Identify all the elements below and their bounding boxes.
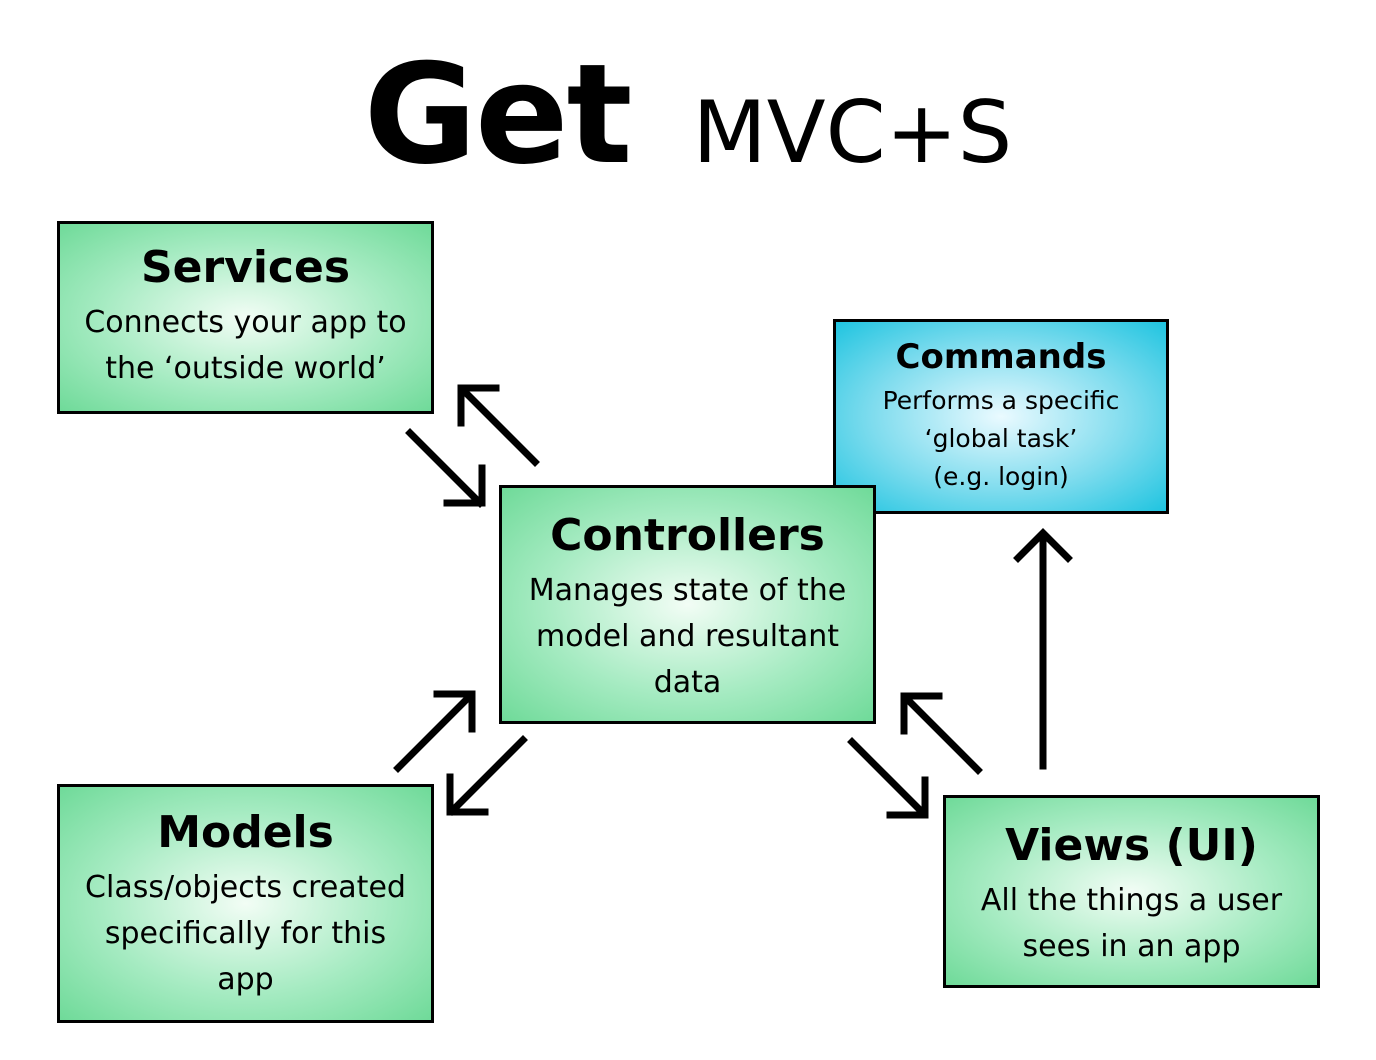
title-main: Get (363, 34, 633, 195)
title-subtitle: MVC+S (692, 83, 1013, 183)
models-description: Class/objects created specifically for t… (60, 865, 431, 1003)
controllers-description: Manages state of the model and resultant… (502, 568, 873, 706)
arrow-controllers-to-views (847, 737, 929, 819)
commands-description: Performs a specific ‘global task’ (e.g. … (836, 382, 1166, 496)
commands-title: Commands (895, 337, 1107, 377)
models-desc-line: specifically for this (104, 916, 387, 951)
views-box: Views (UI) All the things a user sees in… (943, 795, 1320, 988)
controllers-desc-line: data (653, 665, 722, 700)
services-description: Connects your app to the ‘outside world’ (60, 300, 431, 392)
views-description: All the things a user sees in an app (946, 878, 1317, 970)
controllers-box: Controllers Manages state of the model a… (499, 485, 876, 724)
models-desc-line: Class/objects created (85, 870, 406, 905)
arrow-views-to-controllers (900, 692, 983, 775)
commands-desc-line: ‘global task’ (924, 424, 1078, 453)
views-title: Views (UI) (1005, 820, 1258, 871)
services-box: Services Connects your app to the ‘outsi… (57, 221, 434, 414)
controllers-desc-line: model and resultant (536, 619, 839, 654)
arrow-views-to-commands (1013, 528, 1073, 770)
services-desc-line: the ‘outside world’ (105, 351, 386, 386)
arrow-controllers-to-models (446, 735, 528, 816)
models-box: Models Class/objects created specificall… (57, 784, 434, 1023)
views-desc-line: sees in an app (1022, 929, 1241, 964)
controllers-desc-line: Manages state of the (528, 573, 847, 608)
models-title: Models (157, 807, 334, 858)
controllers-title: Controllers (550, 510, 825, 561)
services-desc-line: Connects your app to (84, 305, 407, 340)
services-title: Services (140, 242, 351, 293)
arrow-services-to-controllers (405, 428, 486, 508)
arrow-models-to-controllers (393, 690, 476, 773)
views-desc-line: All the things a user (980, 883, 1283, 918)
commands-box: Commands Performs a specific ‘global tas… (833, 319, 1169, 514)
arrow-controllers-to-services (457, 384, 540, 467)
commands-desc-line: Performs a specific (882, 386, 1120, 415)
models-desc-line: app (217, 962, 274, 997)
commands-desc-line: (e.g. login) (933, 462, 1069, 491)
